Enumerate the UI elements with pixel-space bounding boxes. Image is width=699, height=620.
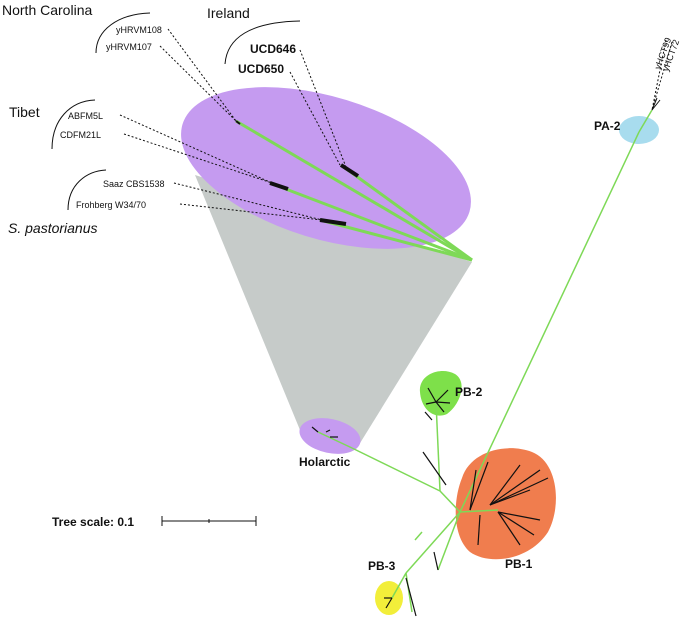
strain-label-saaz: Saaz CBS1538 (103, 179, 165, 189)
region-label-north-carolina: North Carolina (2, 2, 92, 18)
pastorianus-bracket (67, 169, 107, 211)
pa2-clade-blob (619, 116, 659, 144)
clade-label-holarctic: Holarctic (299, 455, 351, 469)
strain-label-cdfm21l: CDFM21L (60, 130, 101, 140)
clade-label-pb2: PB-2 (455, 385, 483, 399)
region-label-tibet: Tibet (9, 104, 40, 120)
clade-label-pb3: PB-3 (368, 559, 396, 573)
strain-label-frohberg: Frohberg W34/70 (76, 200, 146, 210)
region-label-s-pastorianus: S. pastorianus (8, 220, 98, 236)
strain-label-ucd646: UCD646 (250, 42, 296, 56)
north-carolina-bracket (95, 12, 151, 54)
strain-label-yhrvm107: yHRVM107 (106, 42, 152, 52)
clade-label-pa2: PA-2 (594, 119, 621, 133)
clade-label-pb1: PB-1 (505, 557, 533, 571)
strain-label-abfm5l: ABFM5L (68, 111, 103, 121)
pb2-clade-blob (419, 371, 462, 416)
holarctic-zoom-tree (235, 119, 473, 262)
strain-label-ucd650: UCD650 (238, 62, 284, 76)
ireland-bracket (224, 20, 301, 65)
strain-label-yhrvm108: yHRVM108 (116, 25, 162, 35)
tree-scale-label: Tree scale: 0.1 (52, 515, 134, 529)
label-leaders (119, 28, 673, 221)
tibet-bracket (51, 99, 96, 150)
region-label-ireland: Ireland (207, 5, 250, 21)
tree-scale-bar (161, 516, 257, 526)
tree-branches (311, 97, 661, 617)
